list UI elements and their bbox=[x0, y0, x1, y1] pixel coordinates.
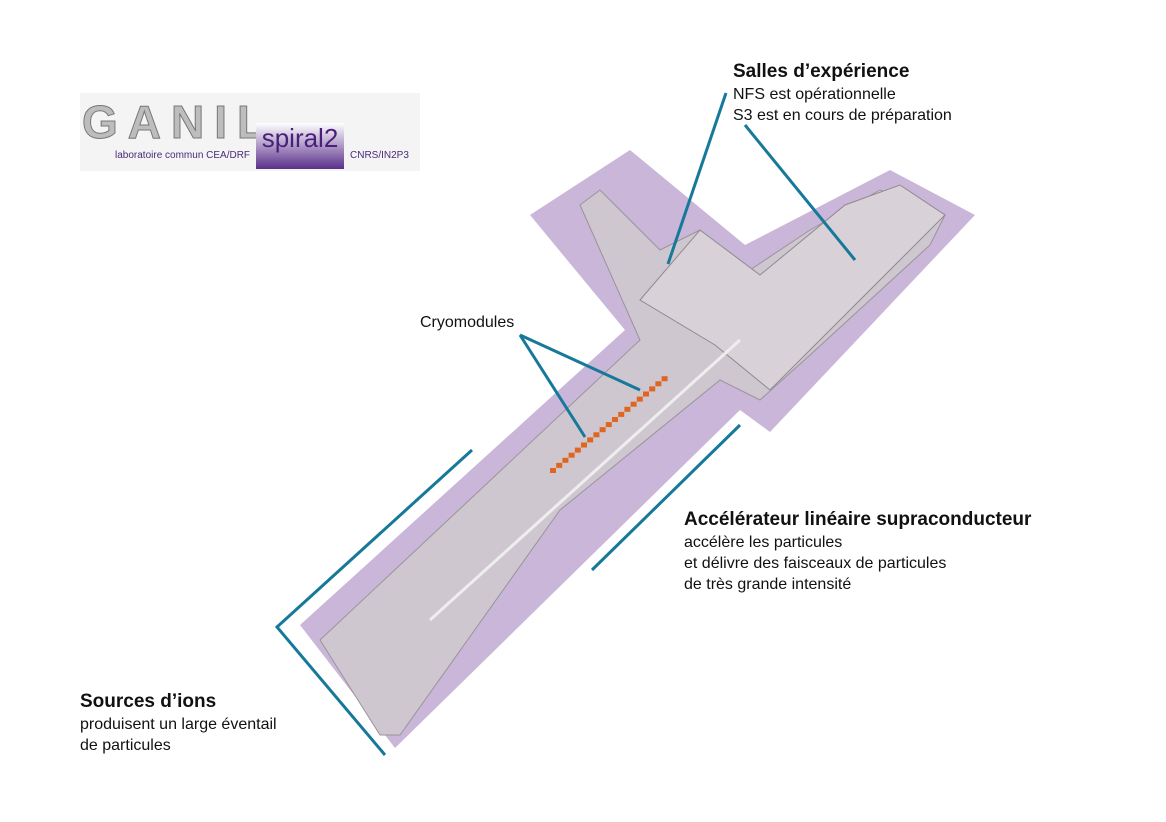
pointer-nfs bbox=[666, 92, 728, 265]
cryomodule bbox=[556, 462, 563, 468]
cryomodule bbox=[655, 381, 662, 387]
sources-title: Sources d’ions bbox=[80, 691, 217, 712]
pointer-s3 bbox=[743, 124, 857, 261]
cryomodule bbox=[587, 437, 594, 443]
cryomodule bbox=[649, 386, 656, 392]
cryomodule bbox=[605, 422, 612, 428]
cryomodule bbox=[643, 391, 649, 397]
cryomodule bbox=[581, 442, 587, 448]
cryomodule bbox=[550, 468, 556, 473]
label-sources: Sources d’ions produisent un large évent… bbox=[80, 690, 277, 756]
label-linac: Accélérateur linéaire supraconducteur ac… bbox=[684, 508, 1031, 595]
cryomodule bbox=[661, 376, 668, 382]
halls-title: Salles d’expérience bbox=[733, 61, 910, 82]
linac-line: et délivre des faisceaux de particules bbox=[684, 555, 947, 572]
cryomodule bbox=[562, 457, 569, 463]
cryomodule bbox=[636, 396, 643, 402]
pointer-cryo-2 bbox=[518, 334, 587, 438]
pointer-cryo-1 bbox=[519, 333, 641, 392]
bracket-sources bbox=[274, 448, 474, 756]
linac-title: Accélérateur linéaire supraconducteur bbox=[684, 509, 1032, 530]
experimental-halls bbox=[639, 184, 946, 391]
logo-spiral2: spiral2 bbox=[256, 123, 344, 169]
logo-left-text: laboratoire commun CEA/DRF bbox=[115, 150, 251, 161]
cryomodule bbox=[630, 401, 637, 407]
cryomodule bbox=[568, 452, 575, 458]
cryomodule bbox=[574, 447, 581, 453]
label-cryo: Cryomodules bbox=[420, 312, 514, 333]
halls-line: S3 est en cours de préparation bbox=[733, 107, 952, 124]
ganil-spiral2-logo: GANIL spiral2 laboratoire commun CEA/DRF… bbox=[80, 93, 420, 171]
sources-line: de particules bbox=[80, 737, 171, 754]
cryomodule bbox=[624, 406, 631, 412]
bracket-linac bbox=[590, 423, 742, 572]
logo-right-text: CNRS/IN2P3 bbox=[350, 150, 409, 161]
cryo-title: Cryomodules bbox=[420, 314, 515, 331]
halls-line: NFS est opérationnelle bbox=[733, 86, 896, 103]
logo-ganil: GANIL bbox=[81, 96, 276, 149]
cryomodule bbox=[599, 427, 606, 433]
cryomodules bbox=[550, 376, 668, 473]
cryomodule bbox=[593, 432, 600, 438]
sources-line: produisent un large éventail bbox=[80, 716, 277, 733]
beam-line bbox=[428, 338, 742, 622]
cryomodule bbox=[618, 411, 625, 417]
linac-line: accélère les particules bbox=[684, 534, 843, 551]
label-halls: Salles d’expérience NFS est opérationnel… bbox=[733, 60, 952, 126]
cryomodule bbox=[612, 417, 618, 422]
linac-line: de très grande intensité bbox=[684, 576, 852, 593]
